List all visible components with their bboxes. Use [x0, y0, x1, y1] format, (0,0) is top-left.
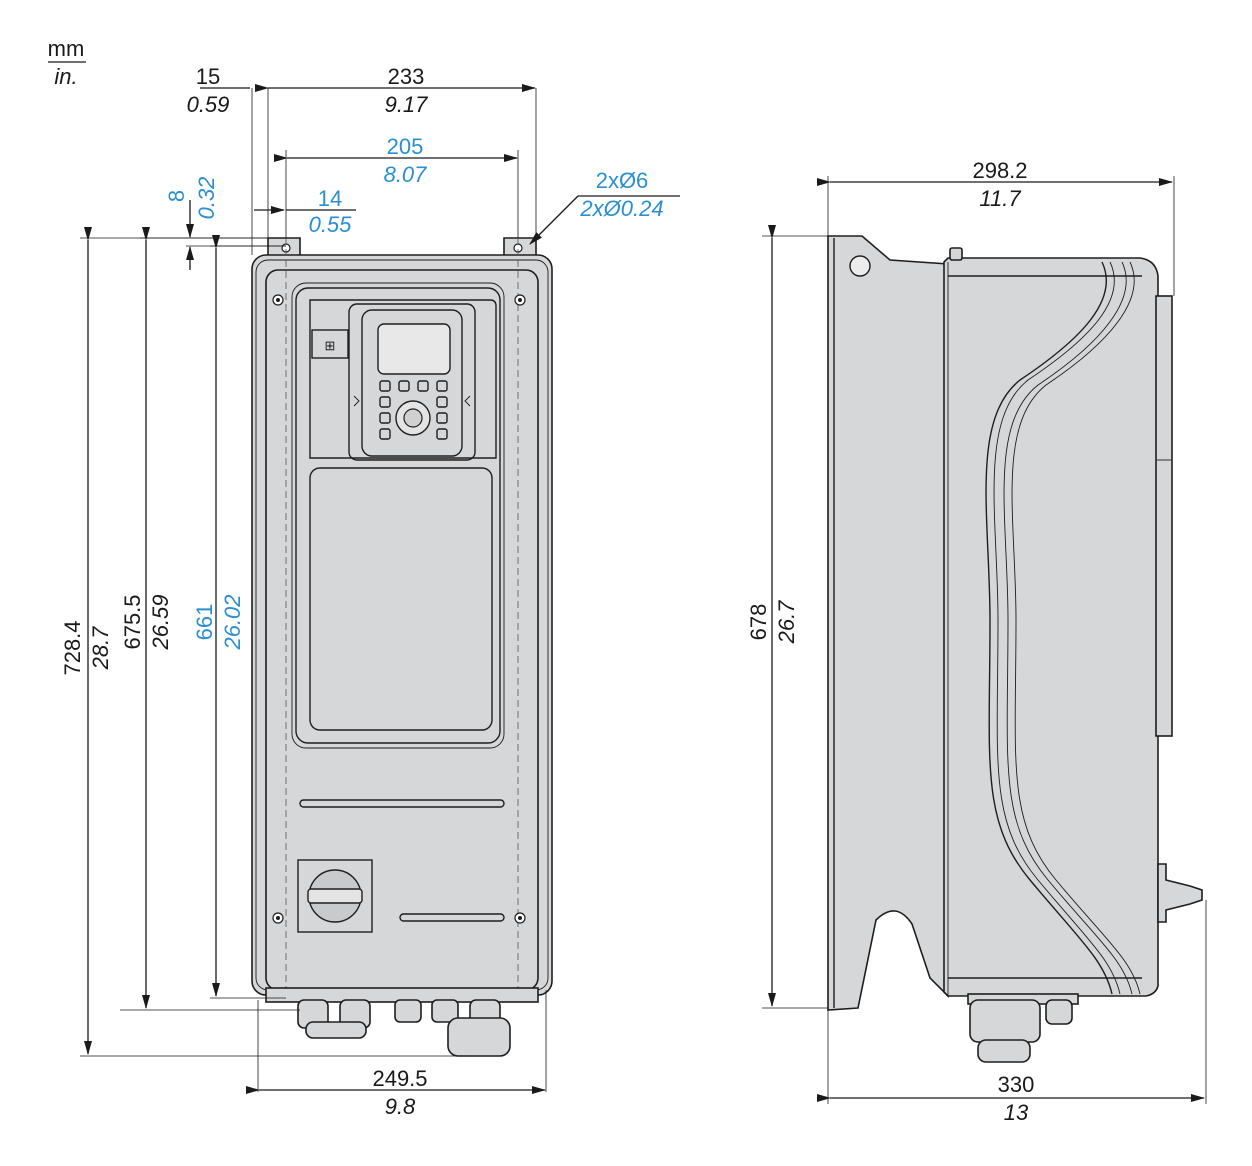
unit-in-label: in.	[54, 64, 77, 89]
dim-205-mm: 205	[387, 134, 424, 159]
side-view	[827, 235, 1203, 1063]
display-screen	[377, 323, 451, 375]
unit-mm-label: mm	[48, 36, 85, 61]
dim-675-mm: 675.5	[120, 594, 145, 649]
side-housing	[943, 257, 1159, 997]
keypad-housing	[348, 303, 476, 461]
side-dimension-texts: 298.2 11.7 678 26.7 330 13	[746, 158, 1034, 1125]
hole-mm: 2xØ6	[596, 168, 649, 193]
front-view: ⊞	[251, 237, 553, 1057]
dim-15-in: 0.59	[187, 92, 230, 117]
dim-233-in: 9.17	[385, 92, 429, 117]
dim-330-mm: 330	[998, 1072, 1035, 1097]
dim-8-mm: 8	[164, 190, 189, 202]
dim-14-mm: 14	[318, 186, 342, 211]
disconnect-switch	[297, 859, 373, 933]
cable-glands	[297, 999, 511, 1057]
dim-675-in: 26.59	[148, 594, 173, 650]
dim-205-in: 8.07	[384, 162, 428, 187]
dim-14-in: 0.55	[309, 212, 353, 237]
dim-728-in: 28.7	[88, 626, 113, 671]
front-cover	[265, 269, 539, 991]
front-dimension-lines	[84, 84, 680, 1094]
units-legend: mm in.	[48, 36, 86, 89]
dim-330-in: 13	[1004, 1100, 1029, 1125]
dim-678-in: 26.7	[774, 600, 799, 645]
hole-in: 2xØ0.24	[579, 196, 663, 221]
dim-661-in: 26.02	[220, 594, 245, 650]
keypad-buttons	[379, 380, 448, 440]
mounting-bracket	[827, 235, 949, 1011]
dim-678-mm: 678	[746, 604, 771, 641]
dim-249-mm: 249.5	[372, 1066, 427, 1091]
dim-298-in: 11.7	[979, 186, 1021, 211]
side-dimension-lines	[762, 176, 1207, 1104]
svg-text:⊞: ⊞	[325, 338, 336, 353]
dim-15-mm: 15	[196, 64, 220, 89]
dim-8-in: 0.32	[194, 177, 219, 220]
dim-249-in: 9.8	[385, 1094, 416, 1119]
dim-661-mm: 661	[192, 604, 217, 641]
front-panel	[309, 467, 493, 731]
front-extension-lines	[80, 88, 547, 1092]
dim-233-mm: 233	[388, 64, 425, 89]
front-dimension-texts: 15 0.59 233 9.17 205 8.07 14 0.55 2xØ6 2…	[60, 64, 664, 1119]
dim-298-mm: 298.2	[972, 158, 1027, 183]
dim-728-mm: 728.4	[60, 620, 85, 675]
